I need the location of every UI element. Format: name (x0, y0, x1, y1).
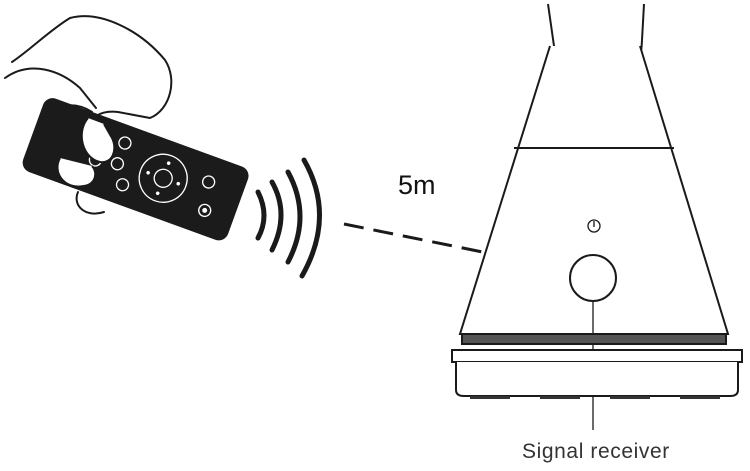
fan-device (451, 3, 743, 430)
device-base (451, 349, 743, 363)
remote-dpad (138, 153, 188, 203)
remote-button (110, 157, 125, 171)
hand-holding-remote (4, 15, 249, 241)
receiver-caption: Signal receiver (522, 440, 670, 463)
remote-button (118, 136, 132, 150)
signal-waves-icon (255, 157, 322, 279)
distance-label: 5m (398, 170, 436, 200)
remote-control-icon (22, 98, 249, 241)
signal-receiver (569, 254, 617, 302)
finger (56, 157, 97, 188)
power-icon (587, 219, 601, 233)
remote-button (115, 178, 130, 192)
thumb (80, 117, 116, 164)
remote-dpad-center (153, 168, 173, 188)
remote-button (201, 175, 216, 189)
finger (75, 191, 105, 215)
remote-button (198, 203, 212, 218)
hand-outline (4, 15, 173, 131)
device-grill (461, 333, 727, 345)
